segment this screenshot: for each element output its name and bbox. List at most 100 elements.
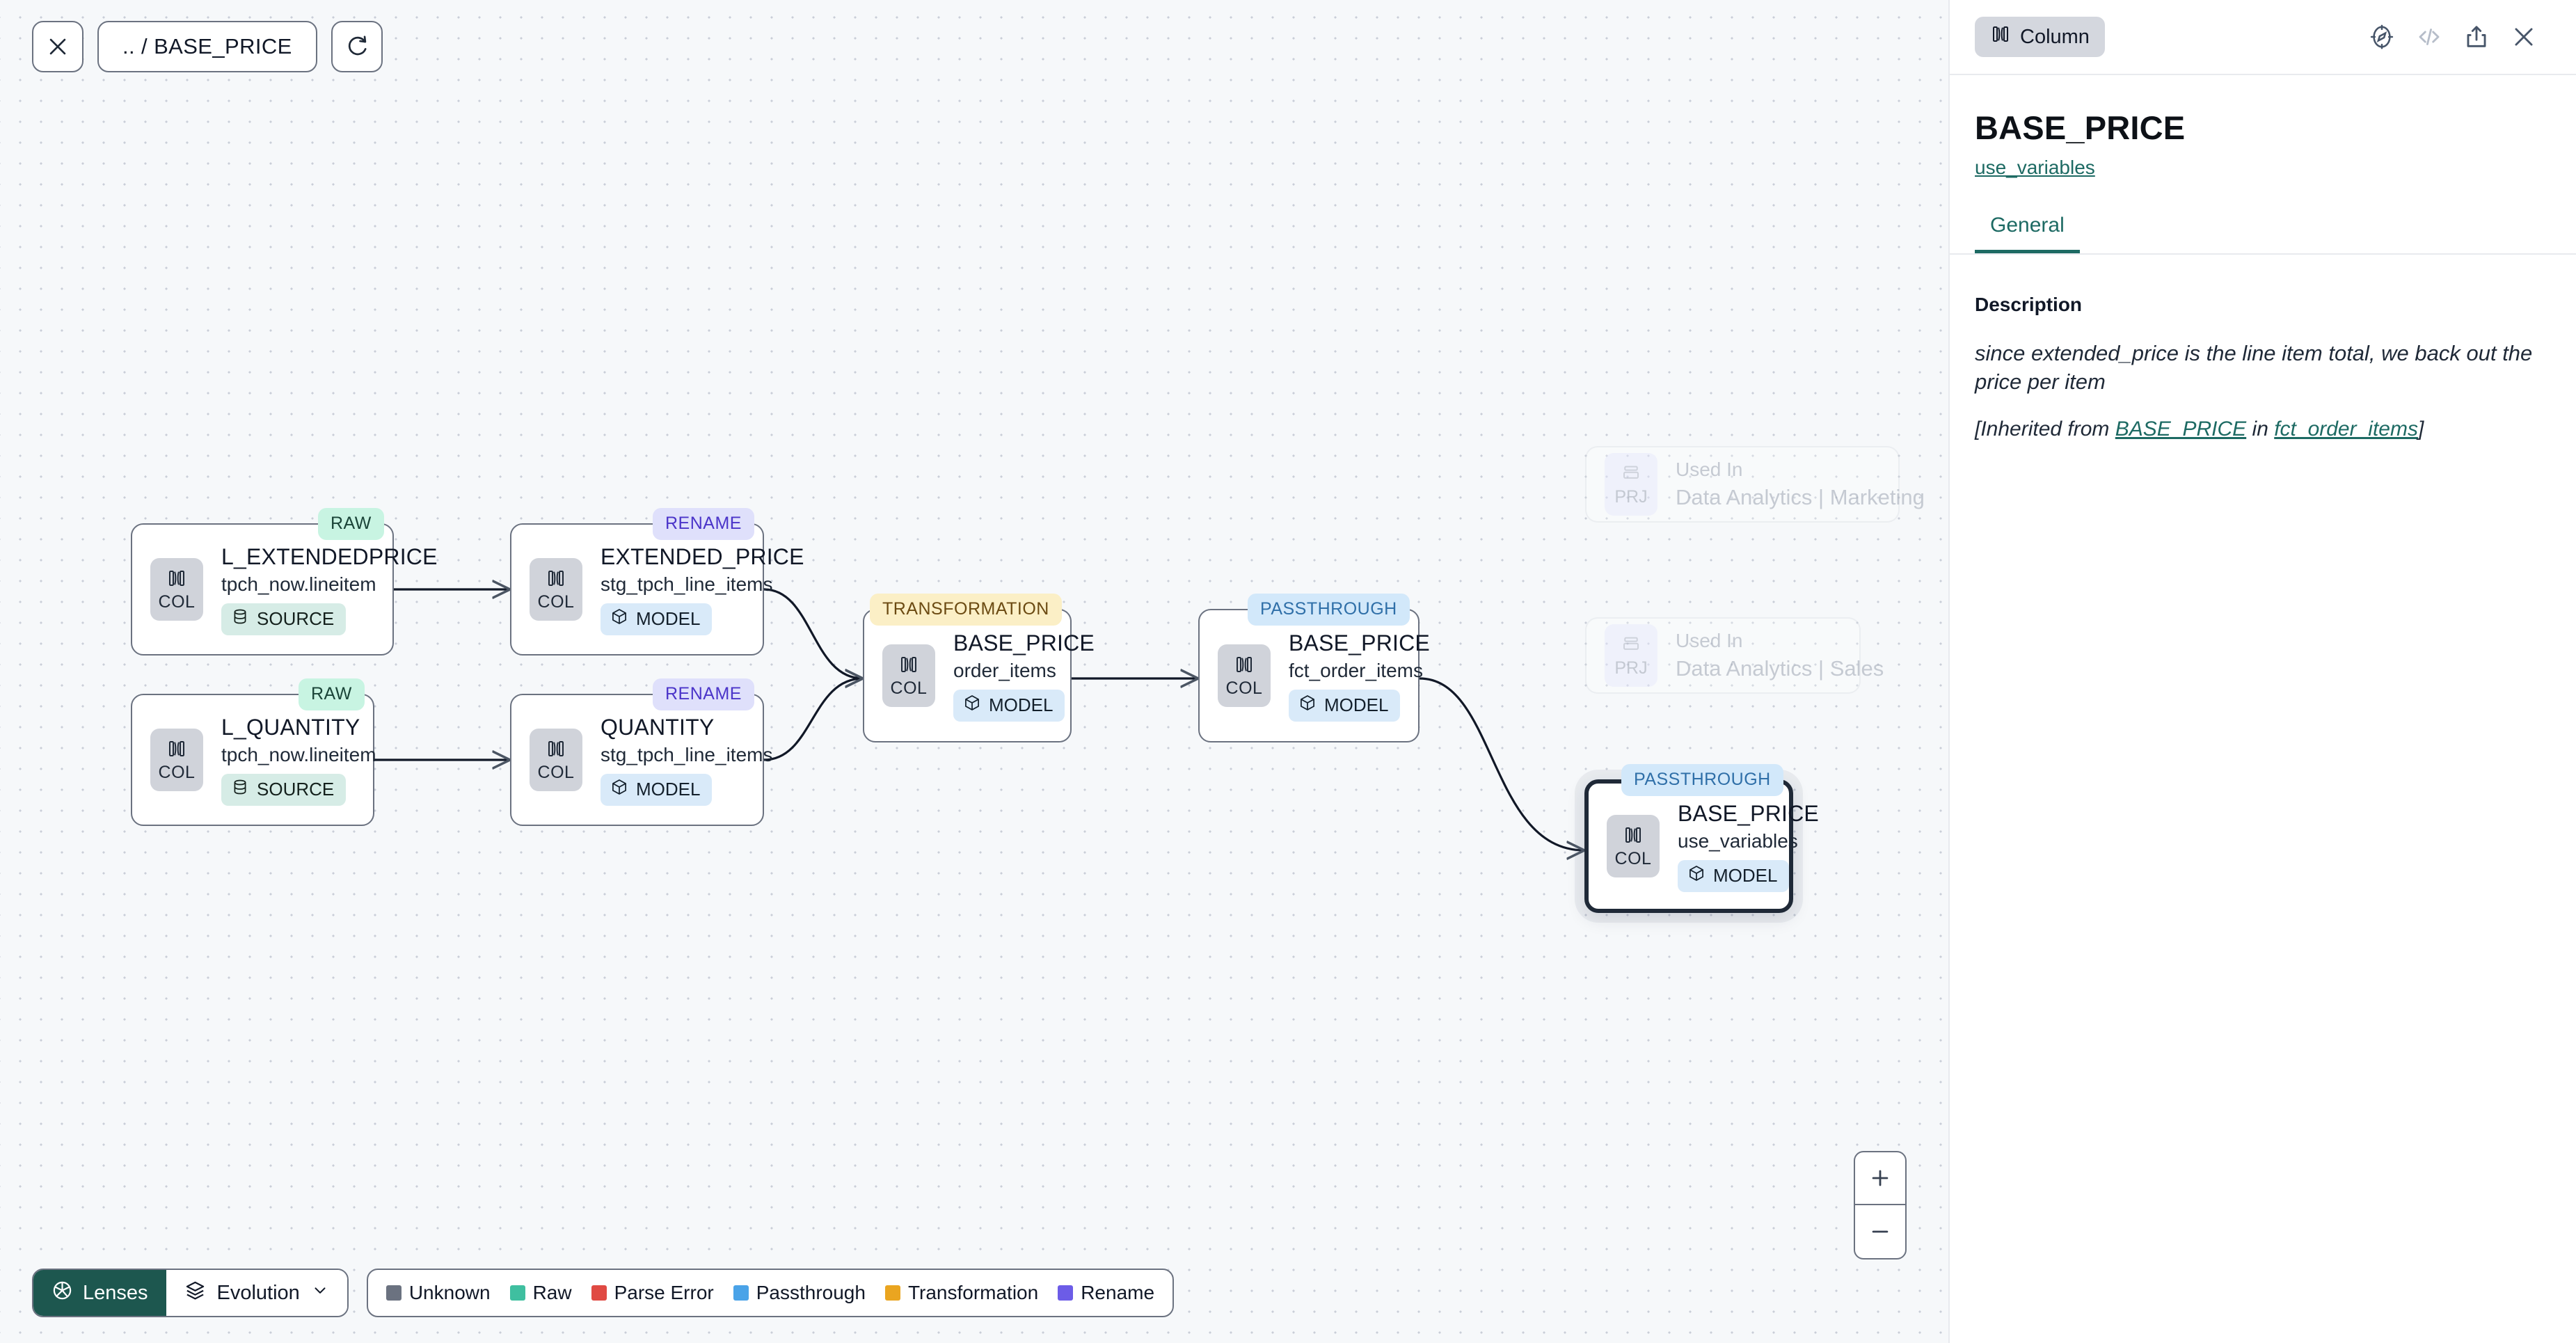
project-icon xyxy=(1621,463,1641,487)
node-kind-label: MODEL xyxy=(636,607,701,629)
inherited-column-link[interactable]: BASE_PRICE xyxy=(2115,417,2247,440)
refresh-button[interactable] xyxy=(331,21,383,72)
breadcrumb[interactable]: .. / BASE_PRICE xyxy=(97,21,317,72)
inherited-model-link[interactable]: fct_order_items xyxy=(2274,417,2418,440)
legend-swatch xyxy=(509,1285,525,1301)
zoom-out-button[interactable] xyxy=(1855,1205,1905,1258)
project-badge: PRJ xyxy=(1605,624,1657,687)
legend-item[interactable]: Rename xyxy=(1058,1282,1154,1304)
lineage-node[interactable]: COL BASE_PRICE use_variables MODEL xyxy=(1584,779,1819,913)
node-status-tag: RENAME xyxy=(653,678,754,710)
explore-compass-button[interactable] xyxy=(2369,24,2395,50)
node-kind-pill: MODEL xyxy=(953,689,1065,722)
legend-item[interactable]: Parse Error xyxy=(591,1282,714,1304)
lineage-canvas[interactable]: .. / BASE_PRICE xyxy=(0,0,1948,1343)
node-status-tag: RAW xyxy=(299,678,365,710)
lineage-node[interactable]: COL EXTENDED_PRICE stg_tpch_line_items M… xyxy=(510,523,804,655)
node-kind-label: MODEL xyxy=(989,694,1054,715)
column-badge-label: COL xyxy=(537,763,575,782)
legend-item[interactable]: Passthrough xyxy=(733,1282,866,1304)
lineage-node[interactable]: COL QUANTITY stg_tpch_line_items MODEL xyxy=(510,694,772,826)
legend-label: Transformation xyxy=(907,1282,1039,1303)
node-subtitle: tpch_now.lineitem xyxy=(221,573,376,595)
lineage-node[interactable]: COL BASE_PRICE order_items MODEL xyxy=(863,609,1095,742)
node-title: BASE_PRICE xyxy=(953,630,1095,655)
legend-swatch xyxy=(385,1285,401,1301)
lineage-node[interactable]: COL L_QUANTITY tpch_now.lineitem SOURCE xyxy=(131,694,376,826)
inherited-suffix: ] xyxy=(2417,417,2424,440)
column-icon xyxy=(166,568,187,592)
node-title: EXTENDED_PRICE xyxy=(601,543,804,569)
close-button[interactable] xyxy=(32,21,84,72)
node-status-tag: PASSTHROUGH xyxy=(1621,764,1783,796)
canvas-bottom-bar: Lenses Evolution xyxy=(32,1269,1175,1317)
zoom-in-button[interactable] xyxy=(1855,1152,1905,1205)
code-view-button[interactable] xyxy=(2416,24,2442,50)
column-icon xyxy=(166,738,187,763)
cube-icon xyxy=(963,694,981,717)
column-badge-label: COL xyxy=(158,763,196,782)
cube-icon xyxy=(1298,694,1317,717)
lenses-label: Lenses xyxy=(83,1281,148,1304)
inherited-mid: in xyxy=(2246,417,2275,440)
node-title: L_EXTENDEDPRICE xyxy=(221,543,438,569)
column-type-badge: COL xyxy=(150,558,203,621)
column-badge-label: COL xyxy=(890,678,928,698)
description-label: Description xyxy=(1975,294,2083,315)
column-type-badge: COL xyxy=(530,729,582,791)
node-title: L_QUANTITY xyxy=(221,714,360,740)
share-button[interactable] xyxy=(2463,24,2490,50)
lenses-control-group: Lenses Evolution xyxy=(32,1269,349,1317)
page-title: BASE_PRICE xyxy=(1975,109,2186,146)
entity-kind-label: Column xyxy=(2020,25,2090,48)
column-icon xyxy=(546,738,566,763)
entity-kind-badge: Column xyxy=(1975,17,2105,57)
used-in-card[interactable]: PRJ Used In Data Analytics | Sales xyxy=(1585,617,1884,694)
legend-item[interactable]: Raw xyxy=(509,1282,572,1304)
zoom-controls xyxy=(1854,1151,1907,1259)
column-icon xyxy=(898,654,919,678)
evolution-dropdown[interactable]: Evolution xyxy=(166,1270,347,1316)
column-type-badge: COL xyxy=(150,729,203,791)
panel-tabs: General xyxy=(1950,214,2576,255)
column-icon xyxy=(1234,654,1255,678)
inherited-prefix: [Inherited from xyxy=(1975,417,2115,440)
details-panel: Column xyxy=(1948,0,2576,1343)
tab-general[interactable]: General xyxy=(1975,214,2080,253)
node-subtitle: stg_tpch_line_items xyxy=(601,743,773,765)
node-kind-label: MODEL xyxy=(636,778,701,800)
used-in-card[interactable]: PRJ Used In Data Analytics | Marketing xyxy=(1585,446,1925,523)
details-panel-header: Column xyxy=(1950,0,2576,75)
description-section: Description since extended_price is the … xyxy=(1950,255,2576,441)
inherited-from-note: [Inherited from BASE_PRICE in fct_order_… xyxy=(1975,418,2537,441)
layers-icon xyxy=(184,1280,206,1307)
canvas-toolbar: .. / BASE_PRICE xyxy=(32,21,383,72)
cube-icon xyxy=(610,778,628,801)
panel-close-button[interactable] xyxy=(2511,24,2537,50)
chevron-down-icon xyxy=(311,1281,329,1305)
node-title: BASE_PRICE xyxy=(1289,630,1430,655)
legend-swatch xyxy=(733,1285,749,1301)
lineage-node[interactable]: COL BASE_PRICE fct_order_items MODEL xyxy=(1198,609,1430,742)
lineage-node[interactable]: COL L_EXTENDEDPRICE tpch_now.lineitem SO… xyxy=(131,523,437,655)
column-icon xyxy=(1990,24,2011,50)
column-icon xyxy=(1623,825,1644,849)
node-kind-label: SOURCE xyxy=(257,778,335,800)
node-kind-pill: MODEL xyxy=(601,773,713,806)
node-subtitle: tpch_now.lineitem xyxy=(221,743,376,765)
legend-swatch xyxy=(1058,1285,1074,1301)
project-badge-label: PRJ xyxy=(1614,658,1648,678)
column-badge-label: COL xyxy=(537,592,575,612)
legend-item[interactable]: Transformation xyxy=(884,1282,1039,1304)
parent-model-link[interactable]: use_variables xyxy=(1975,157,2095,178)
column-badge-label: COL xyxy=(1614,849,1652,868)
node-kind-label: MODEL xyxy=(1713,864,1778,886)
lineage-legend: Unknown Raw Parse Error Passthrough Transfor… xyxy=(366,1269,1175,1317)
legend-item[interactable]: Unknown xyxy=(385,1282,491,1304)
lenses-button[interactable]: Lenses xyxy=(33,1270,166,1316)
column-type-badge: COL xyxy=(882,644,935,707)
legend-label: Parse Error xyxy=(614,1282,714,1303)
cube-icon xyxy=(1687,864,1706,887)
node-subtitle: fct_order_items xyxy=(1289,659,1423,681)
close-icon xyxy=(46,35,70,58)
